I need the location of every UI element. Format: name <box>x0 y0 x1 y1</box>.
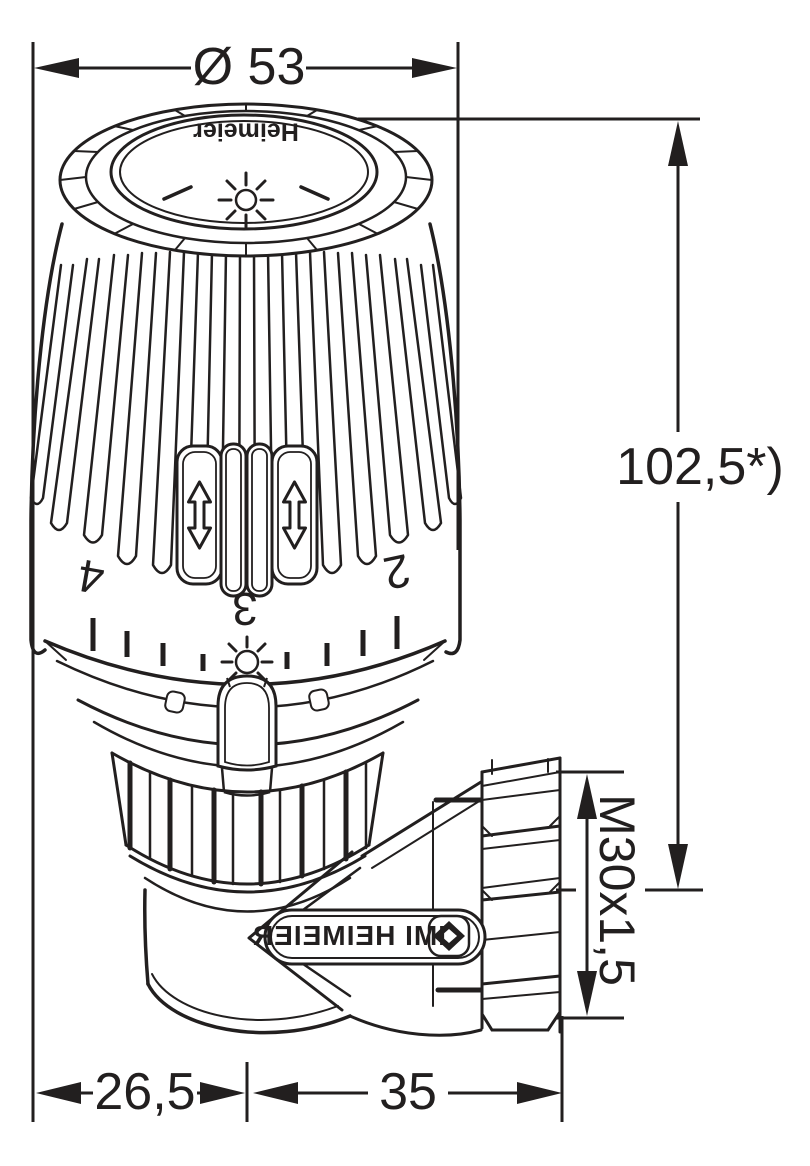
dimension-arrow-icons <box>34 58 688 1104</box>
dim-diameter-label: Ø 53 <box>192 38 306 96</box>
dim-thread-label: M30x1,5 <box>589 794 645 986</box>
brand-top-label: Heimeier <box>193 117 299 146</box>
dial-number-3: 3 <box>232 583 258 635</box>
diamond-logo-icon <box>427 914 471 958</box>
nut-teeth <box>127 760 368 887</box>
dimension-lines <box>31 42 703 1122</box>
brand-plate-label: IMI HEIMEIER <box>251 920 447 951</box>
brand-plate <box>263 908 487 966</box>
crown-scallop-ticks <box>59 104 433 256</box>
dim-height-label: 102,5*) <box>616 438 784 496</box>
dim-offset-right-label: 35 <box>379 1063 437 1121</box>
knurled-nut <box>110 751 385 913</box>
indicator-pointer <box>216 674 278 797</box>
top-face-tick-marks <box>162 185 330 201</box>
setting-buttons <box>175 442 319 598</box>
sun-icon <box>217 171 275 229</box>
sun-icon <box>220 635 274 682</box>
adjust-arrows-icon <box>187 480 307 550</box>
dial-ticks <box>90 616 400 671</box>
connection-nut-m30 <box>480 756 562 1034</box>
dim-offset-left-label: 26,5 <box>94 1063 196 1121</box>
